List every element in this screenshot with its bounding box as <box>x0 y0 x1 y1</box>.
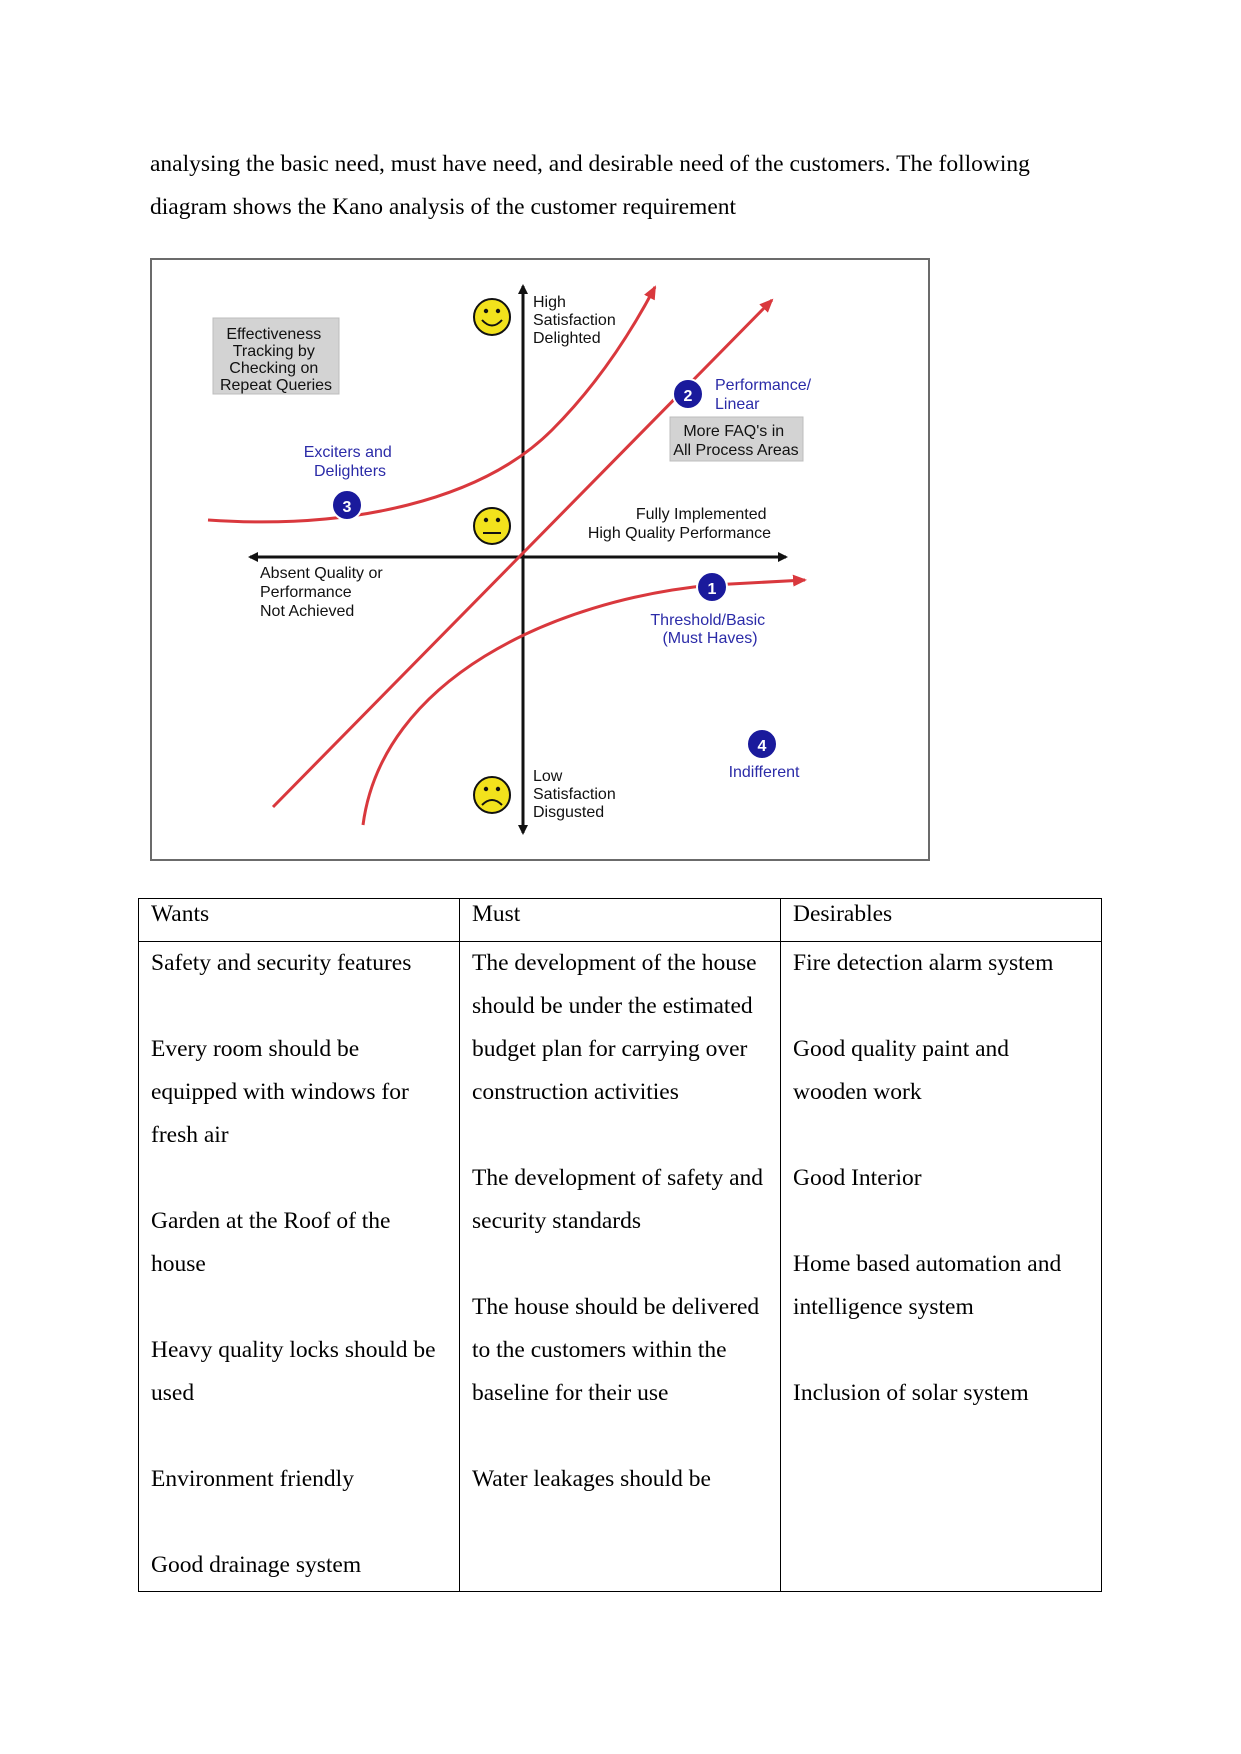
wants-item: Heavy quality locks should be used <box>151 1337 436 1406</box>
threshold-label-line-2: (Must Haves) <box>662 630 757 647</box>
faq-line-2: All Process Areas <box>673 442 798 459</box>
badge-indifferent-number: 4 <box>758 738 767 755</box>
effectiveness-line-2: Tracking by <box>233 343 315 360</box>
requirements-table: Wants Must Desirables Safety and securit… <box>138 898 1102 1592</box>
exciters-label-line-1: Exciters and <box>304 444 392 461</box>
threshold-label: Threshold/Basic (Must Haves) <box>650 612 769 647</box>
faq-line-1: More FAQ's in <box>683 423 784 440</box>
wants-item: Garden at the Roof of the house <box>151 1208 391 1277</box>
exciters-curve <box>207 285 657 524</box>
desirables-item: Good quality paint and wooden work <box>793 1036 1010 1105</box>
performance-label-line-1: Performance/ <box>715 377 812 394</box>
intro-line-2: diagram shows the Kano analysis of the c… <box>150 194 737 220</box>
kano-diagram: Effectiveness Tracking by Checking on Re… <box>150 258 930 861</box>
desirables-item: Inclusion of solar system <box>793 1380 1029 1406</box>
intro-line-1: analysing the basic need, must have need… <box>150 151 1030 177</box>
top-label-line-1: High <box>533 294 566 311</box>
effectiveness-box <box>212 317 340 395</box>
indifferent-label: Indifferent <box>729 764 800 781</box>
badge-performance: 2 <box>672 378 704 410</box>
wants-item: Every room should be equipped with windo… <box>151 1036 409 1148</box>
wants-cell: Safety and security features Every room … <box>138 941 460 1592</box>
wants-item: Environment friendly <box>151 1466 354 1492</box>
must-item: The development of safety and security s… <box>472 1165 764 1234</box>
left-label-line-2: Performance <box>260 584 352 601</box>
badge-indifferent: 4 <box>746 728 778 760</box>
happy-face-icon <box>473 298 511 336</box>
desirables-item: Fire detection alarm system <box>793 950 1054 976</box>
faq-box-text: More FAQ's in All Process Areas <box>673 423 798 459</box>
badge-threshold: 1 <box>696 571 728 603</box>
desirables-item: Home based automation and intelligence s… <box>793 1251 1062 1320</box>
desirables-item: Good Interior <box>793 1165 922 1191</box>
bottom-axis-label: Low Satisfaction Disgusted <box>533 768 620 821</box>
desirables-cell: Fire detection alarm system Good quality… <box>780 941 1102 1592</box>
right-label-line-1: Fully Implemented <box>636 506 767 523</box>
left-axis-label: Absent Quality or Performance Not Achiev… <box>260 565 387 620</box>
badge-performance-number: 2 <box>684 388 693 405</box>
right-label-line-2: High Quality Performance <box>588 525 771 542</box>
left-label-line-3: Not Achieved <box>260 603 354 620</box>
must-item: The house should be delivered to the cus… <box>472 1294 760 1406</box>
wants-item: Good drainage system <box>151 1552 362 1578</box>
exciters-label: Exciters and Delighters <box>304 444 397 480</box>
left-label-line-1: Absent Quality or <box>260 565 383 582</box>
effectiveness-line-1: Effectiveness <box>226 326 321 343</box>
threshold-label-line-1: Threshold/Basic <box>650 612 765 629</box>
top-axis-label: High Satisfaction Delighted <box>533 294 620 347</box>
wants-item: Safety and security features <box>151 950 412 976</box>
effectiveness-line-3: Checking on <box>229 360 318 377</box>
bottom-label-line-1: Low <box>533 768 563 785</box>
bottom-label-line-3: Disgusted <box>533 804 604 821</box>
intro-paragraph: analysing the basic need, must have need… <box>150 143 1100 229</box>
badge-exciters-number: 3 <box>343 499 352 516</box>
kano-diagram-canvas: Effectiveness Tracking by Checking on Re… <box>207 284 816 835</box>
header-wants: Wants <box>138 898 460 942</box>
threshold-curve <box>361 574 807 826</box>
sad-face-icon <box>473 776 511 814</box>
must-item: Water leakages should be <box>472 1466 711 1492</box>
effectiveness-line-4: Repeat Queries <box>220 377 332 394</box>
bottom-label-line-2: Satisfaction <box>533 786 616 803</box>
table-header-row: Wants Must Desirables <box>138 898 1102 942</box>
header-must: Must <box>459 898 781 942</box>
performance-label: Performance/ Linear <box>715 377 816 413</box>
neutral-face-icon <box>473 507 511 545</box>
badge-threshold-number: 1 <box>708 581 717 598</box>
top-label-line-3: Delighted <box>533 330 601 347</box>
exciters-label-line-2: Delighters <box>314 463 386 480</box>
performance-label-line-2: Linear <box>715 396 760 413</box>
must-item: The development of the house should be u… <box>472 950 757 1105</box>
right-axis-label: Fully Implemented High Quality Performan… <box>588 506 771 542</box>
faq-box <box>669 416 804 462</box>
header-desirables: Desirables <box>780 898 1102 942</box>
badge-exciters: 3 <box>331 489 363 521</box>
table-row: Safety and security features Every room … <box>138 941 1102 1592</box>
effectiveness-box-text: Effectiveness Tracking by Checking on Re… <box>220 326 332 394</box>
top-label-line-2: Satisfaction <box>533 312 616 329</box>
must-cell: The development of the house should be u… <box>459 941 781 1592</box>
